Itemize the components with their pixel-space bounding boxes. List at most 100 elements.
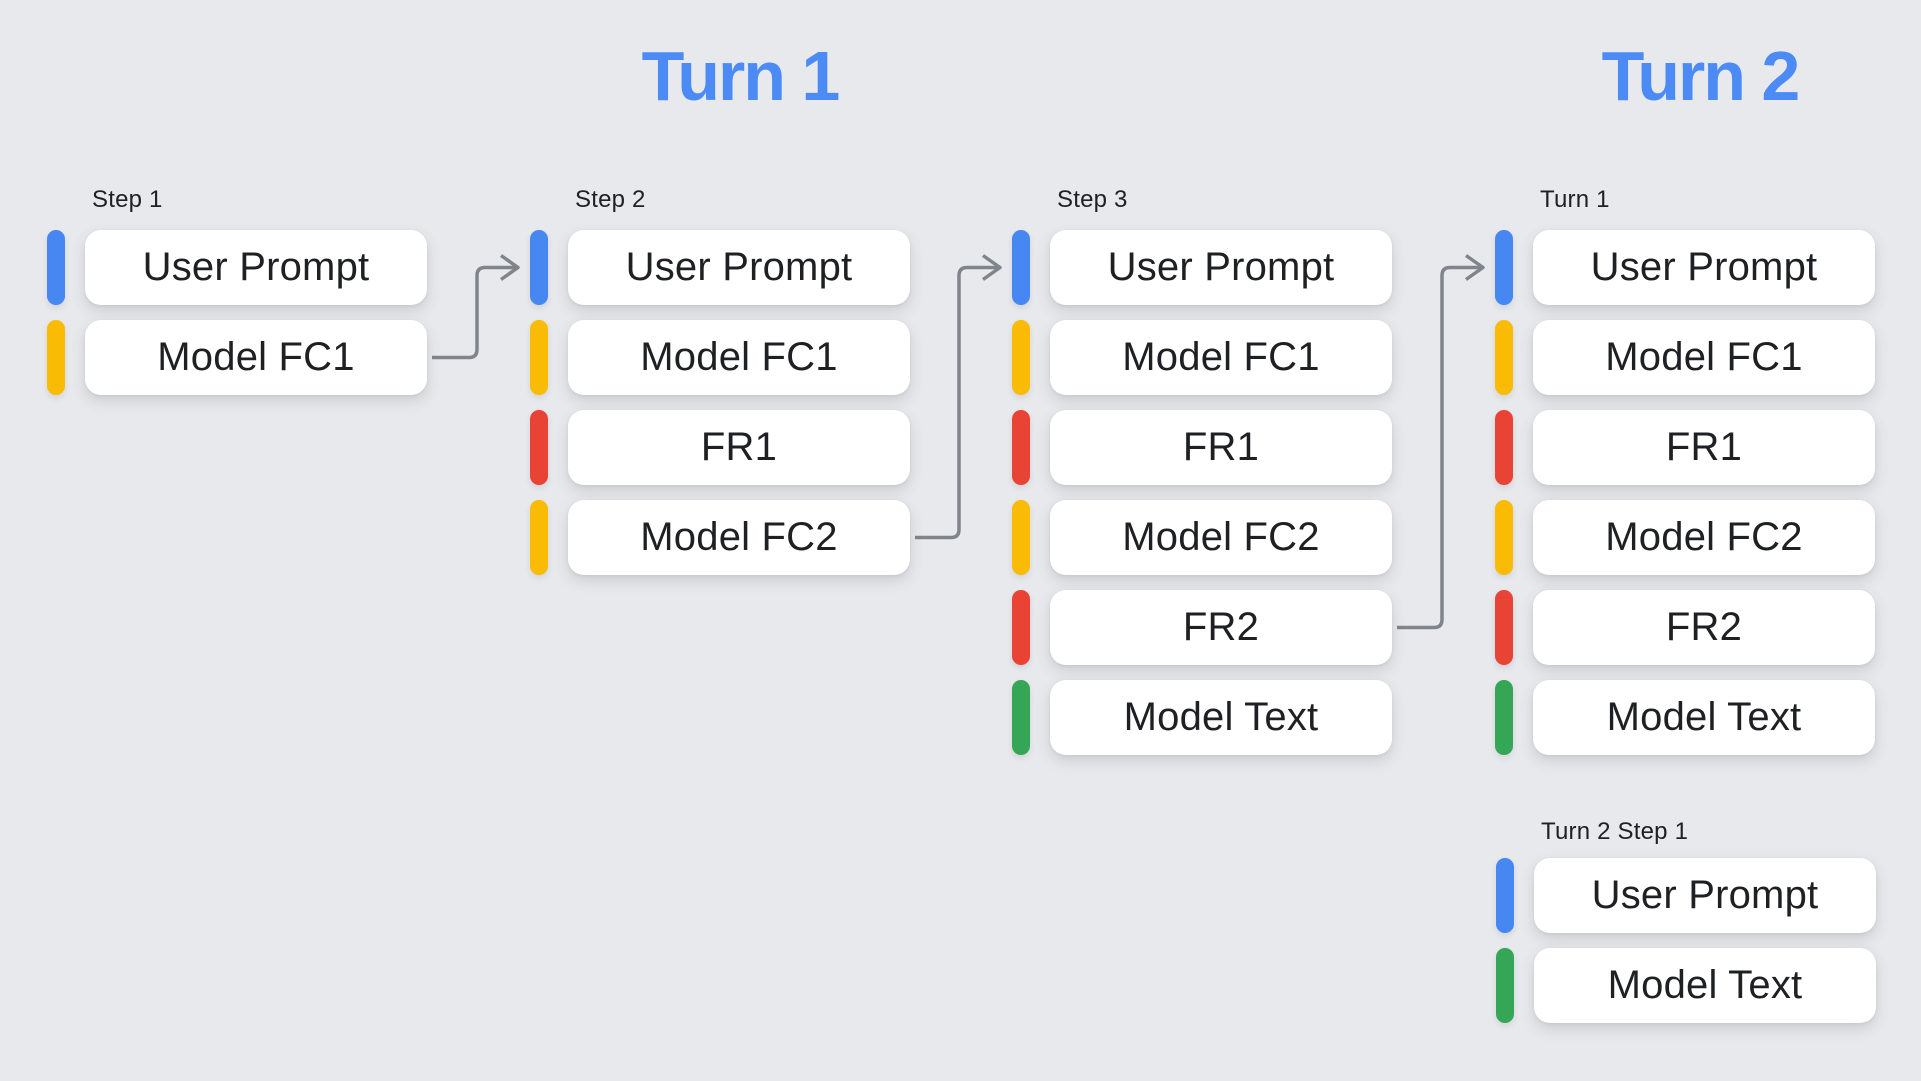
- flow-box-model-fc1: Model FC1: [568, 320, 910, 395]
- flow-box-model-text: Model Text: [1533, 680, 1875, 755]
- flow-row: Model FC1: [47, 320, 427, 395]
- blue-color-bar: [1496, 858, 1514, 933]
- flow-box-user-prompt: User Prompt: [1534, 858, 1876, 933]
- blue-color-bar: [1012, 230, 1030, 305]
- flow-box-fr1: FR1: [568, 410, 910, 485]
- flow-box-label: User Prompt: [1107, 245, 1335, 289]
- yellow-color-bar: [47, 320, 65, 395]
- flow-box-model-fc1: Model FC1: [1050, 320, 1392, 395]
- flow-box-label: FR1: [700, 425, 778, 469]
- blue-color-bar: [1495, 230, 1513, 305]
- flow-arrowhead-icon: [1464, 254, 1485, 281]
- flow-box-label: Model Text: [1606, 695, 1802, 739]
- flow-box-model-fc1: Model FC1: [1533, 320, 1875, 395]
- turn-1-title: Turn 1: [641, 37, 841, 115]
- flow-box-label: Model FC1: [640, 335, 838, 379]
- flow-row: Model FC1: [530, 320, 910, 395]
- flow-row: FR2: [1012, 590, 1392, 665]
- flow-row: FR1: [530, 410, 910, 485]
- flow-box-user-prompt: User Prompt: [1533, 230, 1875, 305]
- yellow-color-bar: [530, 500, 548, 575]
- flow-row: Model FC2: [1495, 500, 1875, 575]
- flow-box-label: Model FC1: [1605, 335, 1803, 379]
- flow-box-user-prompt: User Prompt: [85, 230, 427, 305]
- flow-row: Model FC1: [1012, 320, 1392, 395]
- column-label: Step 3: [1057, 186, 1128, 213]
- flow-box-label: FR1: [1182, 425, 1260, 469]
- flow-box-model-fc2: Model FC2: [1050, 500, 1392, 575]
- flow-row: FR1: [1495, 410, 1875, 485]
- flow-box-model-text: Model Text: [1534, 948, 1876, 1023]
- flow-box-user-prompt: User Prompt: [568, 230, 910, 305]
- red-color-bar: [1495, 410, 1513, 485]
- flow-box-label: FR1: [1665, 425, 1743, 469]
- yellow-color-bar: [1012, 500, 1030, 575]
- flow-row: Model FC2: [1012, 500, 1392, 575]
- flow-row: Model FC2: [530, 500, 910, 575]
- flow-box-fr1: FR1: [1533, 410, 1875, 485]
- flow-row: Model FC1: [1495, 320, 1875, 395]
- flow-box-label: User Prompt: [625, 245, 853, 289]
- flow-box-label: Model FC2: [1122, 515, 1320, 559]
- flow-arrow: [432, 265, 518, 360]
- flow-box-label: FR2: [1182, 605, 1260, 649]
- flow-row: Model Text: [1495, 680, 1875, 755]
- column-label: Turn 2 Step 1: [1541, 818, 1689, 845]
- flow-arrowhead-icon: [981, 254, 1002, 281]
- flow-box-label: Model FC1: [1122, 335, 1320, 379]
- flow-box-label: Model Text: [1607, 963, 1803, 1007]
- flow-box-fr2: FR2: [1050, 590, 1392, 665]
- yellow-color-bar: [1012, 320, 1030, 395]
- flow-row: FR2: [1495, 590, 1875, 665]
- flow-box-user-prompt: User Prompt: [1050, 230, 1392, 305]
- blue-color-bar: [47, 230, 65, 305]
- flow-arrow: [1397, 265, 1483, 630]
- flow-box-label: FR2: [1665, 605, 1743, 649]
- flow-row: Model Text: [1012, 680, 1392, 755]
- flow-box-label: Model FC2: [640, 515, 838, 559]
- flow-box-fr2: FR2: [1533, 590, 1875, 665]
- flow-box-model-fc2: Model FC2: [1533, 500, 1875, 575]
- flow-box-model-fc1: Model FC1: [85, 320, 427, 395]
- yellow-color-bar: [1495, 320, 1513, 395]
- flow-box-label: Model FC1: [157, 335, 355, 379]
- flow-arrow: [915, 265, 1000, 540]
- flow-box-label: Model Text: [1123, 695, 1319, 739]
- green-color-bar: [1012, 680, 1030, 755]
- flow-row: FR1: [1012, 410, 1392, 485]
- red-color-bar: [530, 410, 548, 485]
- red-color-bar: [1012, 590, 1030, 665]
- turn-2-title: Turn 2: [1601, 37, 1801, 115]
- green-color-bar: [1496, 948, 1514, 1023]
- green-color-bar: [1495, 680, 1513, 755]
- yellow-color-bar: [1495, 500, 1513, 575]
- flow-arrowhead-icon: [499, 254, 520, 281]
- flow-row: Model Text: [1496, 948, 1876, 1023]
- flow-box-label: User Prompt: [1591, 873, 1819, 917]
- flow-row: User Prompt: [530, 230, 910, 305]
- flow-row: User Prompt: [1495, 230, 1875, 305]
- red-color-bar: [1012, 410, 1030, 485]
- red-color-bar: [1495, 590, 1513, 665]
- flow-row: User Prompt: [1012, 230, 1392, 305]
- column-label: Turn 1: [1540, 186, 1610, 213]
- flow-box-label: User Prompt: [1590, 245, 1818, 289]
- flow-row: User Prompt: [47, 230, 427, 305]
- column-label: Step 2: [575, 186, 646, 213]
- flow-box-label: User Prompt: [142, 245, 370, 289]
- flow-row: User Prompt: [1496, 858, 1876, 933]
- flow-box-model-text: Model Text: [1050, 680, 1392, 755]
- blue-color-bar: [530, 230, 548, 305]
- flow-box-fr1: FR1: [1050, 410, 1392, 485]
